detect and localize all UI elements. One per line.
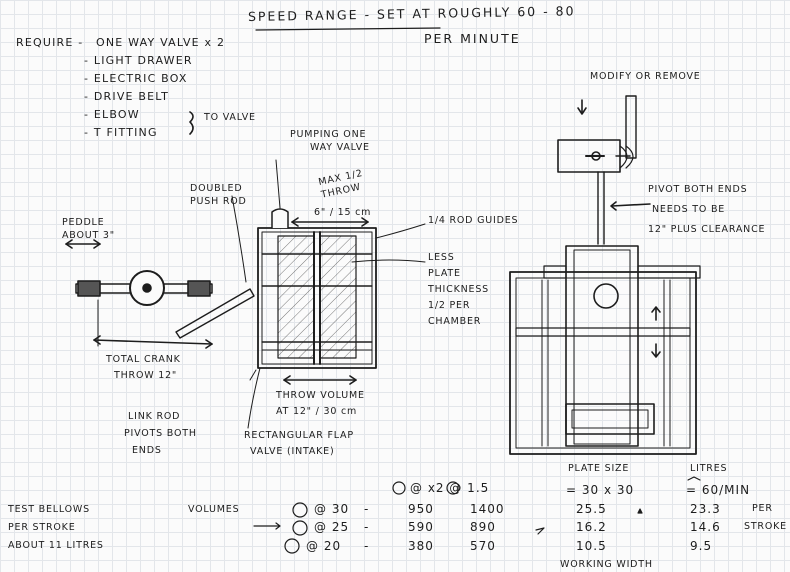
row-dash: - (364, 502, 370, 516)
litres-label: LITRES (690, 463, 728, 474)
pivot-port (593, 283, 619, 309)
title-underline (255, 27, 441, 31)
plate-size-label: PLATE SIZE (568, 463, 630, 474)
leader-lines-left (231, 159, 426, 429)
row-plate: 10.5 (576, 539, 607, 553)
row-volume-1: 590 (408, 520, 434, 534)
table-marks (253, 476, 701, 554)
link-rod (175, 288, 255, 339)
row-plate: 25.5 (576, 502, 607, 516)
litres-rate: = 60/MIN (686, 483, 751, 497)
row-at: @ 25 (314, 520, 350, 534)
row-litres: 14.6 (690, 520, 721, 534)
bellows-box (257, 208, 377, 385)
volumes-label: VOLUMES (188, 504, 240, 515)
modify-remove-label: MODIFY OR REMOVE (590, 71, 701, 82)
row-volume-2: 890 (470, 520, 496, 534)
row-dash: - (364, 520, 370, 534)
require-item: - ELBOW (84, 108, 140, 121)
require-item: ONE WAY VALVE x 2 (96, 36, 226, 49)
row-litres: 9.5 (690, 539, 713, 553)
fitting-brace (189, 111, 194, 135)
require-item: - LIGHT DRAWER (84, 54, 193, 67)
stroke-label: STROKE (744, 521, 787, 532)
rectangular-flap (565, 403, 655, 435)
table-note: TEST BELLOWS (8, 504, 90, 515)
to-valve-label: TO VALVE (204, 112, 256, 123)
table-header-multipliers: @ x2 @ 1.5 (410, 481, 490, 495)
rod-guides-label: 1/4 ROD GUIDES (428, 215, 519, 226)
pedal-left (77, 280, 101, 297)
pedal-crank-assembly (65, 239, 255, 349)
pedal-right (187, 280, 211, 297)
less-plate-label: LESS PLATE THICKNESS 1/2 PER CHAMBER (428, 252, 489, 327)
row-at: @ 20 (306, 539, 342, 553)
dimension-label: 6" / 15 cm (314, 207, 372, 218)
row-litres: 23.3 (690, 502, 721, 516)
require-item: - ELECTRIC BOX (84, 72, 188, 85)
row-volume-1: 380 (408, 539, 434, 553)
require-title: REQUIRE - (16, 36, 84, 49)
per-label: PER (752, 503, 773, 514)
motor-frame-assembly (509, 95, 701, 455)
crank-handle (625, 95, 637, 159)
working-width-label: WORKING WIDTH (560, 559, 653, 570)
require-item: - T FITTING (84, 126, 158, 139)
pumping-valve-shape (271, 208, 289, 229)
speed-range-subtitle: PER MINUTE (424, 31, 521, 46)
row-volume-2: 1400 (470, 502, 505, 516)
row-plate: 16.2 (576, 520, 607, 534)
row-volume-2: 570 (470, 539, 496, 553)
table-note: PER STROKE (8, 522, 76, 533)
row-volume-1: 950 (408, 502, 434, 516)
row-dash: - (364, 539, 370, 553)
row-at: @ 30 (314, 502, 350, 516)
plate-size-dims: = 30 x 30 (566, 483, 635, 497)
require-item: - DRIVE BELT (84, 90, 170, 103)
table-note: ABOUT 11 LITRES (8, 540, 104, 551)
crank-hub (142, 283, 152, 293)
